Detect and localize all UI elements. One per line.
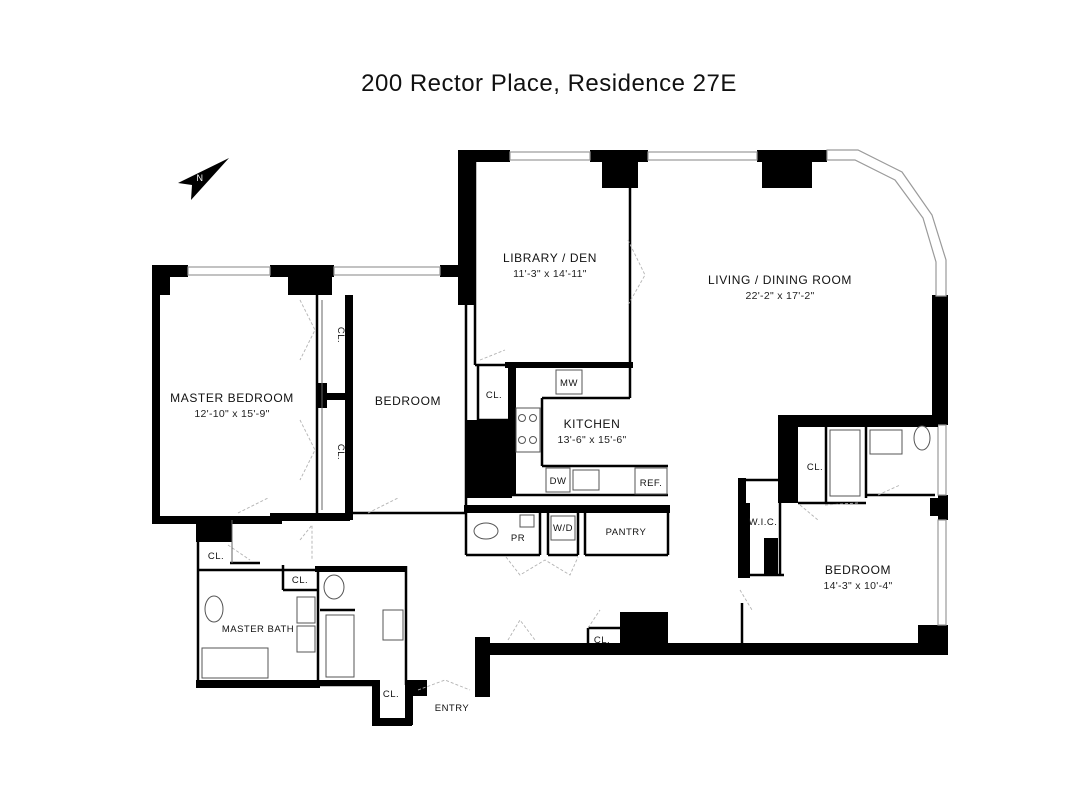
appliance-label-dishwasher: DW (550, 476, 567, 487)
room-name-master-bedroom: MASTER BEDROOM (170, 391, 294, 405)
shower-icon (325, 614, 355, 678)
room-dims-master-bedroom: 12'-10" x 15'-9" (194, 408, 269, 420)
room-name-living: LIVING / DINING ROOM (708, 273, 852, 287)
sink-icon (382, 609, 404, 641)
exterior-walls (152, 150, 948, 697)
room-name-entry: ENTRY (435, 703, 470, 714)
fixtures (201, 300, 931, 679)
door-swings (227, 239, 901, 691)
windows (187, 149, 947, 626)
appliance-label-microwave: MW (560, 378, 578, 389)
room-name-bedroom-right: BEDROOM (825, 563, 891, 577)
closet-label: CL. (383, 689, 399, 700)
north-arrow-icon: N (178, 158, 229, 200)
room-name-powder-room: PR (511, 533, 525, 544)
room-dims-kitchen: 13'-6" x 15'-6" (557, 434, 626, 446)
room-dims-bedroom-right: 14'-3" x 10'-4" (823, 580, 892, 592)
sink-icon (296, 625, 316, 653)
room-name-pantry: PANTRY (606, 527, 647, 538)
closet-label: CL. (486, 390, 502, 401)
room-labels: LIBRARY / DEN 11'-3" x 14'-11" LIVING / … (170, 251, 892, 714)
appliance-label-refrigerator: REF. (640, 478, 663, 489)
room-name-library: LIBRARY / DEN (503, 251, 597, 265)
washer-dryer-icon (550, 515, 576, 541)
closet-label: CL. (335, 327, 346, 343)
shower-icon (829, 429, 861, 497)
compass-label: N (197, 173, 204, 183)
closet-label: CL. (594, 635, 610, 646)
sink-icon (519, 514, 535, 528)
toilet-icon (323, 574, 345, 600)
sink-icon (869, 429, 903, 455)
closet-label: CL. (335, 444, 346, 460)
sink-icon (296, 596, 316, 624)
interior-walls (152, 162, 940, 726)
toilet-icon (473, 522, 499, 540)
bathtub-icon (201, 647, 269, 679)
kitchen-sink-icon (572, 469, 600, 491)
room-dims-living: 22'-2" x 17'-2" (745, 290, 814, 302)
room-name-kitchen: KITCHEN (564, 417, 621, 431)
room-name-laundry: W/D (553, 523, 573, 534)
toilet-icon (204, 595, 224, 623)
closet-label: CL. (807, 462, 823, 473)
toilet-icon (913, 425, 931, 451)
closet-label: CL. (208, 551, 224, 562)
room-name-bedroom-center: BEDROOM (375, 394, 441, 408)
room-name-walk-in-closet: W.I.C. (749, 517, 778, 528)
closet-label: CL. (292, 575, 308, 586)
room-dims-library: 11'-3" x 14'-11" (513, 268, 587, 280)
range-icon (515, 407, 541, 453)
plan-title: 200 Rector Place, Residence 27E (361, 70, 737, 97)
room-name-master-bath: MASTER BATH (222, 624, 294, 635)
